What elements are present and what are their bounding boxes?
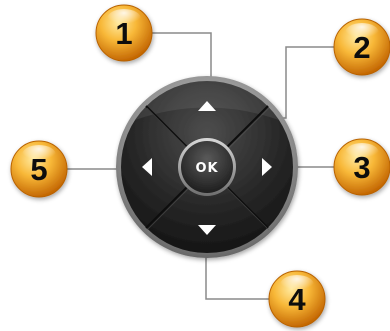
callout-number-3: 3: [353, 150, 370, 185]
callout-number-5: 5: [30, 152, 47, 187]
callout-badge-1: 1: [95, 4, 153, 62]
callout-badge-2: 2: [333, 18, 390, 76]
callout-badge-5: 5: [10, 140, 68, 198]
dpad-control: OK: [116, 76, 298, 258]
ok-button[interactable]: OK: [178, 138, 236, 196]
callout-number-2: 2: [353, 30, 370, 65]
arrow-right-icon: [262, 158, 272, 176]
callout-number-1: 1: [115, 16, 132, 51]
arrow-up-icon: [198, 101, 216, 111]
callout-badge-3: 3: [333, 138, 390, 196]
leader-line-4: [205, 257, 270, 300]
callout-badge-4: 4: [268, 270, 326, 328]
arrow-down-icon: [198, 225, 216, 235]
leader-line-1: [150, 32, 212, 77]
ok-button-label: OK: [195, 161, 218, 176]
ok-button-face: [181, 141, 233, 193]
dpad-sheen: [135, 81, 279, 120]
arrow-left-icon: [142, 158, 152, 176]
callout-number-4: 4: [288, 282, 306, 317]
